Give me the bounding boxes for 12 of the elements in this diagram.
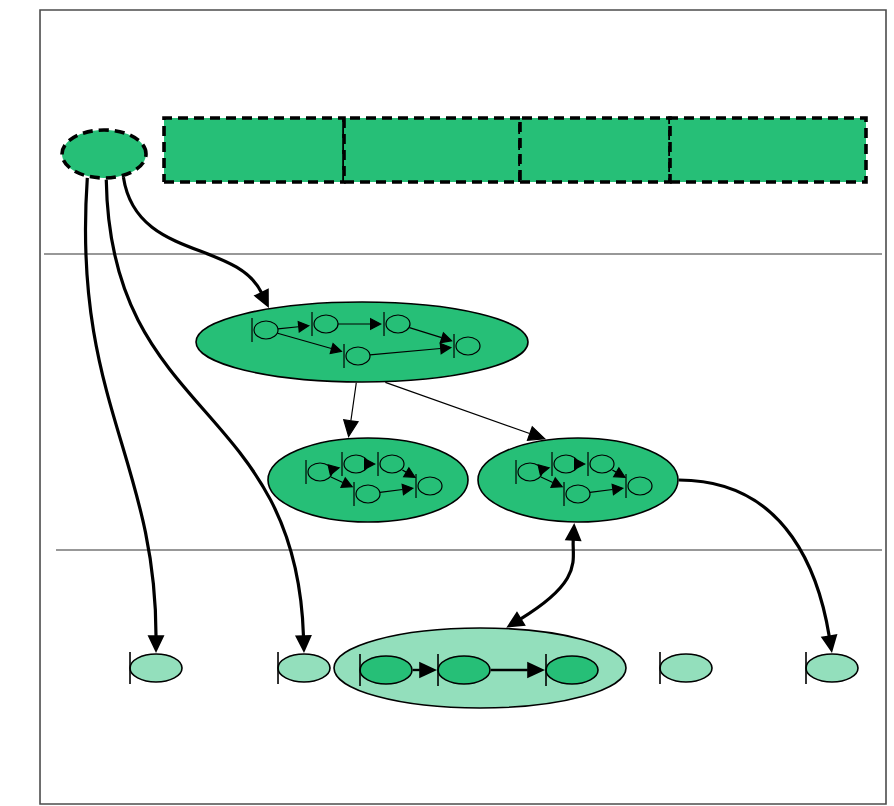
state-ellipse (545, 653, 599, 687)
dashed-box (518, 116, 672, 184)
dashed-box (342, 116, 522, 184)
state-ellipse (437, 653, 491, 687)
dashed-box (162, 116, 346, 184)
state-ellipse (805, 651, 859, 685)
state-ellipse (129, 651, 183, 685)
dashed-ellipse (60, 128, 148, 180)
dashed-box (668, 116, 868, 184)
state-ellipse (659, 651, 713, 685)
state-ellipse (277, 651, 331, 685)
state-ellipse (359, 653, 413, 687)
